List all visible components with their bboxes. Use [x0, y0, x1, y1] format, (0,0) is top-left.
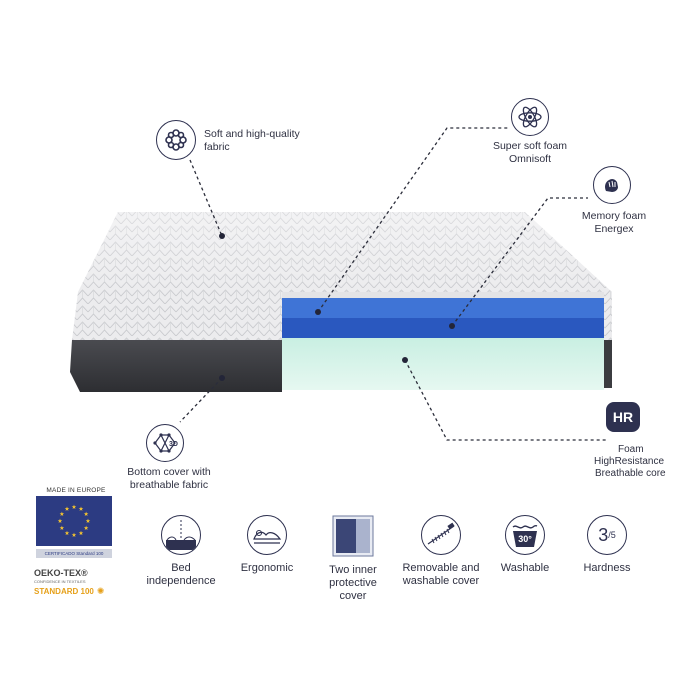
- feature-label: Ergonomic: [240, 562, 294, 574]
- energex-line-2: Energex: [594, 223, 634, 235]
- omnisoft-label: Super soft foam Omnisoft: [480, 140, 580, 166]
- mattress-side-fabric: [72, 292, 282, 340]
- hr-line-2: HighResistance: [594, 456, 665, 467]
- hr-line-3: Breathable core: [595, 468, 666, 479]
- ergonomic-icon: [247, 515, 287, 555]
- feature-label: Removable and washable cover: [402, 562, 480, 587]
- oeko-tex-text: OEKO-TEX®: [34, 568, 88, 578]
- oeko-sun-icon: ✺: [96, 586, 105, 596]
- hardness-scale: /5: [608, 530, 616, 540]
- eu-star: [57, 518, 63, 523]
- hr-badge-icon: HR: [606, 402, 640, 432]
- 3d-icon-text: 3D: [169, 441, 178, 448]
- feature-washable: 30° Washable: [480, 515, 570, 575]
- oeko-sub-text: CONFIDENCE IN TEXTILES: [34, 579, 86, 584]
- atom-icon: [511, 98, 549, 136]
- eu-star: [71, 532, 77, 537]
- hr-core-layer: [282, 338, 604, 390]
- eu-star: [78, 530, 84, 536]
- omnisoft-layer: [282, 298, 604, 318]
- mattress-base: [70, 340, 282, 392]
- bottom-line-1: Bottom cover with: [127, 466, 211, 478]
- eu-star: [71, 504, 77, 509]
- eu-star: [59, 511, 65, 516]
- washable-temp-text: 30°: [518, 534, 532, 544]
- energex-layer: [282, 318, 604, 338]
- bottom-line-2: breathable fabric: [129, 479, 209, 491]
- energex-line-1: Memory foam: [581, 210, 647, 222]
- eu-star: [83, 525, 89, 530]
- oeko-tex-logo: OEKO-TEX® CONFIDENCE IN TEXTILES STANDAR…: [34, 568, 118, 597]
- hr-line-1: Foam: [618, 444, 644, 455]
- zipper-icon: [421, 515, 461, 555]
- 3d-fabric-icon: 3D: [146, 424, 184, 462]
- bottom-cover-label: Bottom cover with breathable fabric: [112, 466, 226, 492]
- eu-star: [78, 506, 84, 511]
- memory-foam-icon: [593, 166, 631, 204]
- feature-ergonomic: Ergonomic: [222, 515, 312, 575]
- eu-star: [64, 506, 70, 511]
- eu-star: [85, 518, 91, 523]
- hardness-icon: 3/5: [587, 515, 627, 555]
- omnisoft-line-2: Omnisoft: [508, 153, 551, 165]
- cert-small-label: CERTIFICADO Standard 100: [36, 549, 112, 558]
- omnisoft-line-1: Super soft foam: [492, 140, 568, 152]
- standard-100-text: STANDARD 100: [34, 587, 94, 596]
- hr-label: Foam HighResistance Breathable core: [588, 444, 698, 480]
- bed-independence-icon: [161, 515, 201, 555]
- hardness-value: 3: [598, 524, 609, 545]
- feature-bed-independence: Bed independence: [136, 515, 226, 588]
- feature-hardness: 3/5 Hardness: [562, 515, 652, 575]
- washable-icon: 30°: [505, 515, 545, 555]
- eu-star: [64, 530, 70, 536]
- fabric-label: Soft and high-quality fabric: [204, 128, 300, 153]
- made-in-europe-label: MADE IN EUROPE: [46, 487, 106, 494]
- feature-protective-cover: Two inner protective cover: [308, 515, 398, 603]
- hr-badge-text: HR: [612, 409, 634, 425]
- feature-washable-cover: Removable and washable cover: [396, 515, 486, 588]
- energex-label: Memory foam Energex: [564, 210, 664, 236]
- feature-label: Hardness: [583, 562, 631, 574]
- eu-star: [83, 511, 89, 516]
- protective-cover-icon: [332, 515, 374, 557]
- eu-star: [59, 525, 65, 530]
- eu-flag: [36, 496, 112, 546]
- feature-label: Bed independence: [146, 562, 216, 587]
- feature-label: Washable: [500, 562, 550, 574]
- fabric-icon: [156, 120, 196, 160]
- eu-stars-icon: [57, 504, 91, 537]
- feature-label: Two inner protective cover: [329, 564, 377, 602]
